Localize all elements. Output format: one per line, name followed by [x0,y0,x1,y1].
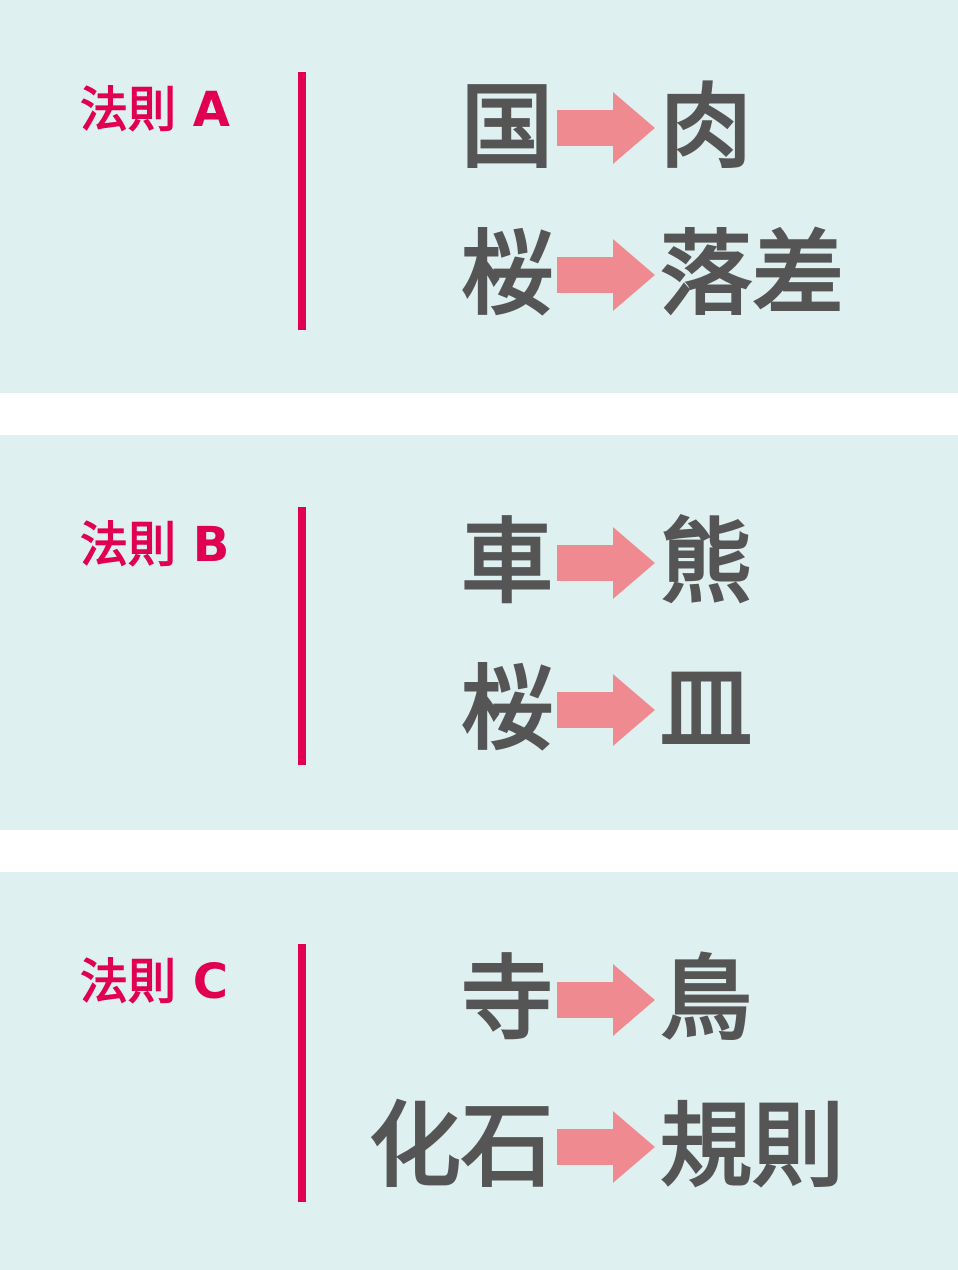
divider-line [298,72,306,330]
right-arrow-icon [557,674,655,746]
source-kanji: 寺 [460,946,553,1053]
source-kanji: 化石 [368,1093,553,1200]
transform-row: 寺 鳥 [0,950,958,1050]
right-arrow-icon [557,1111,655,1183]
rule-panel-a: 法則 A 国 肉 桜 落差 [0,0,958,393]
result-kanji: 落差 [660,221,845,328]
result-kanji: 熊 [660,509,753,616]
divider-line [298,507,306,765]
source-kanji: 桜 [460,221,553,328]
source-kanji: 車 [460,509,553,616]
rule-panel-b: 法則 B 車 熊 桜 皿 [0,435,958,830]
result-kanji: 規則 [660,1093,845,1200]
transform-row: 桜 落差 [0,225,958,325]
transform-row: 化石 規則 [0,1097,958,1197]
right-arrow-icon [557,527,655,599]
rule-label: 法則 B [80,517,230,573]
rule-label: 法則 A [80,82,230,138]
source-kanji: 国 [460,74,553,181]
result-kanji: 皿 [660,656,753,763]
result-kanji: 鳥 [660,946,753,1053]
right-arrow-icon [557,239,655,311]
result-kanji: 肉 [660,74,753,181]
right-arrow-icon [557,964,655,1036]
rule-panel-c: 法則 C 寺 鳥 化石 規則 [0,872,958,1270]
divider-line [298,944,306,1202]
transform-row: 桜 皿 [0,660,958,760]
rule-label: 法則 C [80,954,228,1010]
source-kanji: 桜 [460,656,553,763]
transform-row: 車 熊 [0,513,958,613]
transform-row: 国 肉 [0,78,958,178]
right-arrow-icon [557,92,655,164]
